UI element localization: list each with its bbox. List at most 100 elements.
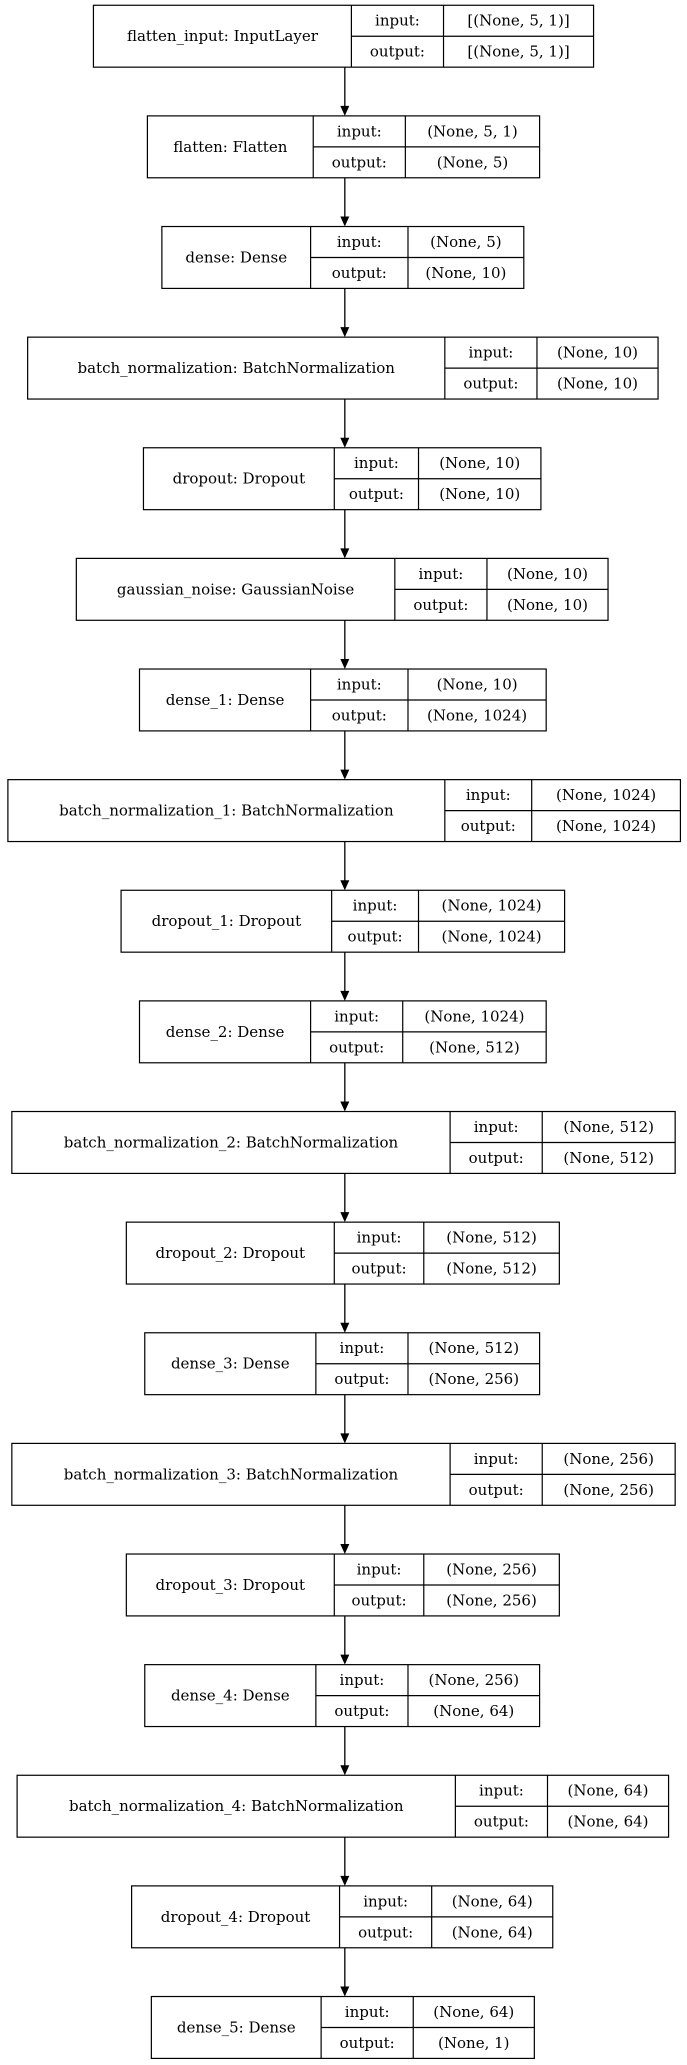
input-label: input: [418, 565, 463, 583]
connection-arrow [340, 841, 350, 891]
output-shape: (None, 10) [507, 596, 588, 614]
connection-arrow [340, 177, 350, 227]
input-label: input: [340, 1671, 385, 1689]
output-shape: (None, 256) [563, 1481, 654, 1499]
layer-node: batch_normalization: BatchNormalizationi… [27, 336, 659, 400]
input-shape: (None, 512) [446, 1229, 537, 1247]
input-shape: (None, 1024) [556, 786, 656, 804]
output-label: output: [348, 928, 403, 946]
arrow-head [340, 1212, 350, 1223]
input-label: input: [468, 344, 513, 362]
connection-arrow [340, 1284, 350, 1333]
connection-arrow [340, 620, 350, 670]
arrow-head [340, 1101, 350, 1112]
arrow-head [340, 437, 350, 448]
output-label: output: [461, 817, 516, 835]
input-label: input: [345, 2003, 390, 2021]
input-shape: (None, 512) [429, 1339, 520, 1357]
input-shape: (None, 256) [563, 1450, 654, 1468]
layer-name: batch_normalization_2: BatchNormalizatio… [64, 1133, 399, 1151]
arrow-head [340, 216, 350, 227]
input-shape: (None, 10) [439, 454, 520, 472]
output-label: output: [463, 375, 518, 393]
output-shape: (None, 10) [439, 485, 520, 503]
input-label: input: [354, 454, 399, 472]
output-shape: (None, 10) [557, 375, 638, 393]
output-label: output: [334, 1702, 389, 1720]
output-label: output: [474, 1813, 529, 1831]
output-label: output: [358, 1923, 413, 1941]
layer-name: dropout_4: Dropout [161, 1908, 311, 1926]
input-shape: (None, 5) [430, 233, 501, 251]
layer-name: dense: Dense [185, 248, 287, 266]
layer-name: dropout: Dropout [173, 470, 306, 488]
output-label: output: [340, 2034, 395, 2052]
layer-node: dropout: Dropout input: output: (None, 10) (… [142, 447, 542, 511]
output-shape: (None, 512) [446, 1260, 537, 1278]
input-label: input: [357, 1560, 402, 1578]
layer-name: dropout_1: Dropout [152, 912, 302, 930]
connection-arrow [340, 1947, 350, 1997]
input-shape: (None, 5, 1) [427, 122, 518, 140]
layer-node: flatten_input: InputLayerinput:output:[(… [92, 4, 595, 68]
arrow-head [340, 769, 350, 780]
input-shape: (None, 10) [507, 565, 588, 583]
layers: flatten_input: InputLayerinput:output:[(… [7, 4, 682, 2060]
layer-name: batch_normalization_3: BatchNormalizatio… [64, 1465, 399, 1483]
connection-arrow [340, 67, 350, 116]
layer-name: batch_normalization_1: BatchNormalizatio… [59, 802, 394, 820]
output-shape: (None, 256) [429, 1370, 520, 1388]
output-label: output: [349, 485, 404, 503]
input-shape: (None, 1024) [424, 1007, 524, 1025]
connection-arrow [340, 730, 350, 780]
output-shape: (None, 1) [438, 2034, 509, 2052]
output-label: output: [469, 1481, 524, 1499]
output-label: output: [334, 1370, 389, 1388]
layer-name: dense_5: Dense [177, 2018, 296, 2036]
output-shape: (None, 10) [425, 264, 506, 282]
output-label: output: [413, 596, 468, 614]
output-label: output: [332, 706, 387, 724]
connection-arrow [340, 1837, 350, 1886]
output-shape: (None, 64) [568, 1813, 649, 1831]
input-shape: (None, 10) [437, 675, 518, 693]
output-shape: (None, 512) [563, 1149, 654, 1167]
connection-arrow [340, 1615, 350, 1665]
connection-arrow [340, 509, 350, 559]
output-shape: (None, 64) [452, 1923, 533, 1941]
input-label: input: [479, 1782, 524, 1800]
input-label: input: [474, 1118, 519, 1136]
output-label: output: [351, 1260, 406, 1278]
input-label: input: [375, 12, 420, 30]
input-label: input: [466, 786, 511, 804]
layer-name: gaussian_noise: GaussianNoise [117, 580, 354, 598]
input-label: input: [357, 1229, 402, 1247]
output-label: output: [329, 1038, 384, 1056]
layer-name: dense_2: Dense [166, 1023, 285, 1041]
arrow-head [340, 1986, 350, 1997]
input-label: input: [337, 122, 382, 140]
connection-arrow [340, 1726, 350, 1776]
output-shape: (None, 1024) [442, 928, 542, 946]
arrow-head [340, 1544, 350, 1555]
connection-arrow [340, 288, 350, 338]
connection-arrow [340, 1394, 350, 1444]
arrow-head [340, 1765, 350, 1776]
output-label: output: [332, 153, 387, 171]
input-shape: (None, 64) [452, 1892, 533, 1910]
connection-arrow [340, 952, 350, 1001]
input-label: input: [337, 233, 382, 251]
layer-name: batch_normalization_4: BatchNormalizatio… [69, 1797, 404, 1815]
output-label: output: [469, 1149, 524, 1167]
output-shape: [(None, 5, 1)] [467, 43, 569, 61]
input-label: input: [340, 1339, 385, 1357]
arrow-head [340, 1875, 350, 1886]
